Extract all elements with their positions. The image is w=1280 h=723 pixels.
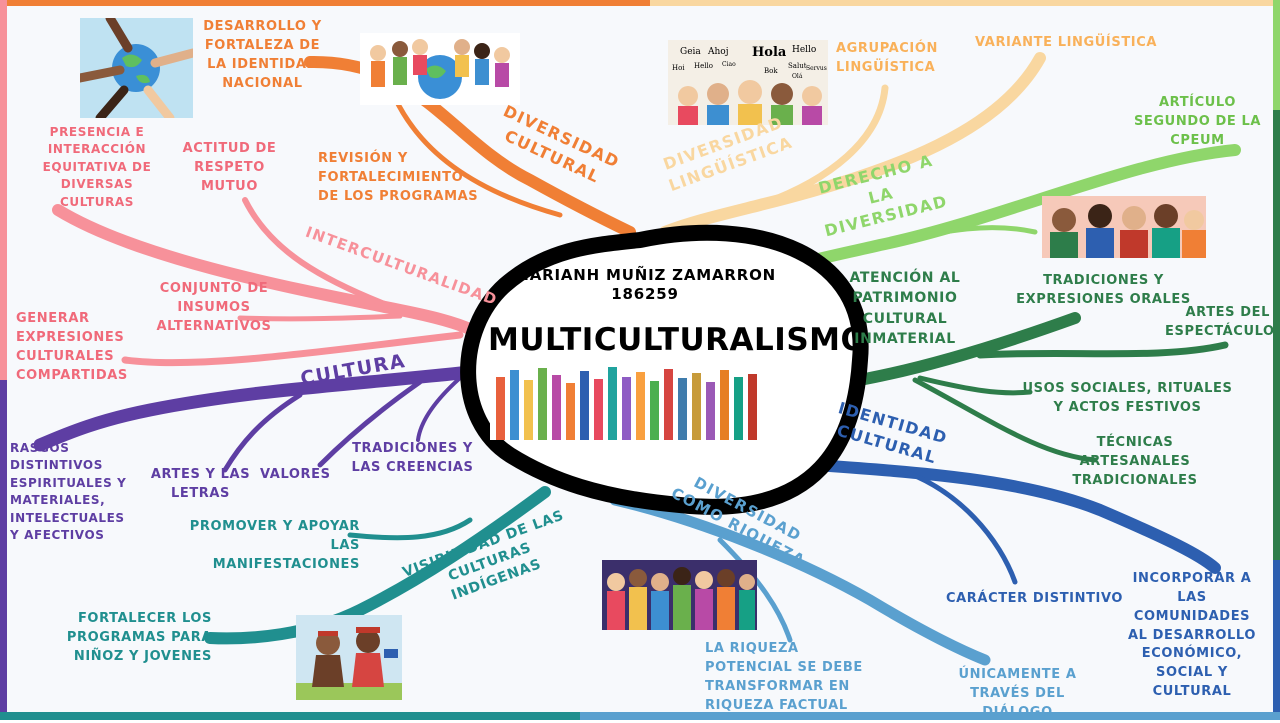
greeting-word: Hola [752, 45, 787, 60]
leaf-fortalecer: FORTALECER LOS PROGRAMAS PARA NIÑOZ Y JO… [66, 611, 212, 664]
leaf-agrupacion: AGRUPACIÓN LINGÜÍSTICA [836, 41, 939, 75]
hands-around-globe-image [80, 18, 193, 118]
center-title: MULTICULTURALISMO [488, 322, 868, 358]
leaf-tecnicas: TÉCNICAS ARTESANALES TRADICIONALES [1072, 435, 1198, 488]
leaf-variante: VARIANTE LINGÜÍSTICA [975, 35, 1158, 50]
leaf-presencia: PRESENCIA E INTERACCIÓN EQUITATIVA DE DI… [42, 125, 152, 209]
indigenous-children-image [296, 615, 402, 700]
greeting-word: Hello [694, 62, 713, 70]
branch-line-riqueza [609, 494, 991, 666]
branch-line-diversidad-linguistica [659, 52, 1046, 238]
branch-title-patrimonio: ATENCIÓN AL PATRIMONIO CULTURAL INMATERI… [849, 270, 961, 347]
diverse-faces-image [1042, 196, 1206, 258]
leaf-rasgos: RASGOS DISTINTIVOS ESPIRITUALES Y MATERI… [10, 441, 127, 542]
children-globe-image [360, 33, 520, 105]
author-name: MARIANH MUÑIZ ZAMARRON [514, 266, 776, 284]
leaf-valores: VALORES [260, 467, 331, 482]
leaf-tradiciones-orales: TRADICIONES Y EXPRESIONES ORALES [1016, 273, 1191, 307]
leaf-dialogo: ÚNICAMENTE A TRAVÉS DEL DIÁLOGO [958, 667, 1077, 720]
leaf-generar: GENERAR EXPRESIONES CULTURALES COMPARTID… [16, 311, 128, 383]
raised-hands-illustration [490, 365, 765, 440]
crowd-image [602, 560, 757, 630]
greetings-image: Geia Ahoj Hola Hello Hoi Hello Ciao Bok … [668, 40, 828, 125]
branch-line-visibilidad [204, 486, 551, 645]
branch-line-interculturalidad [52, 204, 478, 336]
leaf-revision: REVISIÓN Y FORTALECIMIENTO DE LOS PROGRA… [318, 151, 479, 204]
leaf-actitud: ACTITUD DE RESPETO MUTUO [182, 141, 277, 194]
greeting-word: Ciao [722, 61, 736, 68]
author-info: MARIANH MUÑIZ ZAMARRON 186259 [510, 266, 780, 304]
leaf-artes-letras: ARTES Y LAS LETRAS [150, 467, 251, 501]
author-id: 186259 [611, 284, 679, 303]
leaf-tradiciones-creencias: TRADICIONES Y LAS CREENCIAS [351, 441, 474, 475]
leaf-artes-espectaculo: ARTES DEL ESPECTÁCULO [1165, 305, 1275, 339]
leaf-promover: PROMOVER Y APOYAR LAS MANIFESTACIONES [189, 519, 360, 572]
leaf-incorporar: INCORPORAR A LAS COMUNIDADES AL DESARROL… [1128, 571, 1256, 700]
leaf-riqueza-potencial: LA RIQUEZA POTENCIAL SE DEBE TRANSFORMAR… [705, 641, 863, 713]
greeting-word: Bok [764, 67, 778, 75]
branch-line-patrimonio [842, 312, 1081, 388]
leaf-usos-sociales: USOS SOCIALES, RITUALES Y ACTOS FESTIVOS [1022, 381, 1233, 415]
leaf-identidad-nacional: DESARROLLO Y FORTALEZA DE LA IDENTIDAD N… [203, 19, 322, 91]
greeting-word: Salut [788, 62, 807, 70]
greeting-word: Olá [792, 73, 803, 80]
greeting-word: Ahoj [707, 47, 729, 57]
leaf-caracter: CARÁCTER DISTINTIVO [946, 591, 1124, 606]
greeting-word: Geia [680, 47, 701, 57]
leaf-insumos: CONJUNTO DE INSUMOS ALTERNATIVOS [156, 281, 272, 334]
greeting-word: Hoi [672, 64, 685, 72]
leaf-articulo: ARTÍCULO SEGUNDO DE LA CPEUM [1133, 95, 1262, 148]
branch-line-derecho [789, 144, 1241, 271]
branch-line-cultura [33, 365, 477, 452]
greeting-word: Servus [806, 65, 827, 72]
greeting-word: Hello [792, 45, 816, 55]
